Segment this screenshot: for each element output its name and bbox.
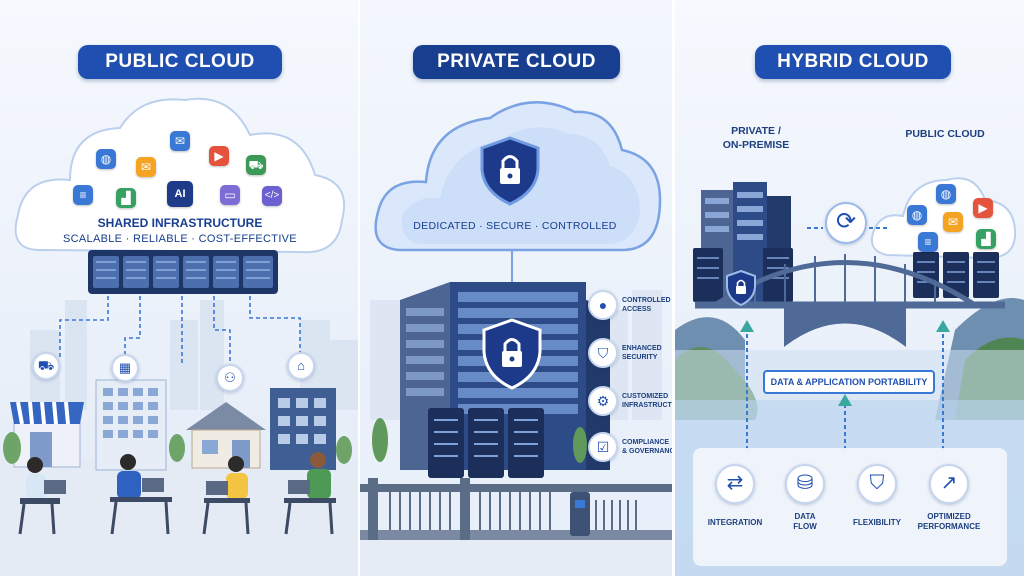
hybrid-cloud-panel: HYBRID CLOUD PRIVATE / ON-PREMISE PUBLIC… bbox=[675, 0, 1024, 576]
private-cloud-title: PRIVATE CLOUD bbox=[413, 45, 620, 79]
database-icon: ≡ bbox=[73, 185, 93, 205]
globe-icon: ◍ bbox=[907, 205, 927, 225]
analytics-chart-icon: ▟ bbox=[976, 229, 996, 249]
public-cloud-label: PUBLIC CLOUD bbox=[905, 128, 985, 140]
sync-icon: ⟳ bbox=[825, 202, 867, 244]
shield-icon: ⛉ bbox=[588, 338, 618, 368]
public-cloud-panel: PUBLIC CLOUD ◍ ✉ ✉ ▶ ⛟ ≡ ▟ AI ▭ </> SHAR… bbox=[0, 0, 358, 576]
public-cloud-title: PUBLIC CLOUD bbox=[78, 45, 282, 79]
factory-building bbox=[270, 388, 336, 470]
mail-icon: ✉ bbox=[943, 212, 963, 232]
panel-divider bbox=[672, 0, 675, 576]
shop-building bbox=[10, 401, 84, 468]
database-icon: ⛁ bbox=[785, 464, 825, 504]
on-premise-shield-icon bbox=[726, 270, 756, 306]
checklist-icon: ☑ bbox=[588, 432, 618, 462]
benefit-data-flow: DATA FLOW bbox=[793, 512, 817, 531]
private-on-premise-label: PRIVATE / ON-PREMISE bbox=[722, 125, 790, 151]
public-cloud-scene bbox=[0, 97, 358, 576]
office-building bbox=[95, 379, 167, 471]
database-icon: ≡ bbox=[918, 232, 938, 252]
gear-icon: ⚙ bbox=[588, 386, 618, 416]
analytics-chart-icon: ▟ bbox=[116, 188, 136, 208]
cloud-shield-lock-icon bbox=[480, 136, 540, 206]
on-premise-building bbox=[693, 182, 793, 302]
video-play-icon: ▶ bbox=[209, 146, 229, 166]
folder-icon: ▭ bbox=[220, 185, 240, 205]
shared-infrastructure-caption: SHARED INFRASTRUCTURE bbox=[97, 216, 263, 230]
feature-customized-infrastructure: CUSTOMIZED INFRASTRUCTURE bbox=[622, 393, 672, 409]
globe-icon: ◍ bbox=[936, 184, 956, 204]
hybrid-flow-lines bbox=[746, 227, 944, 450]
benefit-flexibility: FLEXIBILITY bbox=[853, 518, 901, 527]
flow-arrowheads bbox=[740, 320, 950, 406]
arrows-exchange-icon: ⇄ bbox=[715, 464, 755, 504]
private-server-racks bbox=[428, 408, 544, 478]
private-cloud-scene bbox=[360, 101, 672, 576]
home-user-icon: ⚇ bbox=[216, 364, 244, 392]
hybrid-cloud-title: HYBRID CLOUD bbox=[755, 45, 951, 79]
feature-compliance-governance: COMPLIANCE & GOVERNANCE bbox=[622, 439, 672, 455]
shared-server-row bbox=[88, 250, 278, 294]
code-icon: </> bbox=[262, 186, 282, 206]
benefits-card bbox=[693, 448, 1007, 566]
feature-controlled-access: CONTROLLED ACCESS bbox=[622, 297, 671, 313]
email-icon: ✉ bbox=[170, 131, 190, 151]
public-cloud-servers bbox=[913, 252, 999, 298]
data-portability-banner: DATA & APPLICATION PORTABILITY bbox=[763, 370, 935, 394]
shopping-cart-icon: ⛟ bbox=[246, 155, 266, 175]
private-cloud-panel: PRIVATE CLOUD DEDICATED · SECURE · CONTR… bbox=[360, 0, 672, 576]
office-user-icon: ▦ bbox=[111, 354, 139, 382]
chart-up-icon: ↗ bbox=[929, 464, 969, 504]
house-building bbox=[186, 402, 266, 469]
security-fence bbox=[360, 478, 672, 540]
panel-divider bbox=[358, 0, 361, 576]
feature-enhanced-security: ENHANCED SECURITY bbox=[622, 345, 662, 361]
factory-user-icon: ⌂ bbox=[287, 352, 315, 380]
video-play-icon: ▶ bbox=[973, 198, 993, 218]
mail-icon: ✉ bbox=[136, 157, 156, 177]
benefit-integration: INTEGRATION bbox=[707, 518, 763, 527]
private-cloud-caption: DEDICATED · SECURE · CONTROLLED bbox=[413, 220, 617, 232]
shield-gear-icon: ⛉ bbox=[857, 464, 897, 504]
building-shield-lock-icon bbox=[482, 318, 542, 390]
ai-chip-icon: AI bbox=[167, 181, 193, 207]
public-cloud-shape bbox=[14, 97, 346, 254]
benefit-optimized-performance: OPTIMIZED PERFORMANCE bbox=[917, 512, 981, 531]
shop-user-icon: ⛟ bbox=[32, 352, 60, 380]
public-cloud-benefits-caption: SCALABLE · RELIABLE · COST-EFFECTIVE bbox=[63, 233, 297, 245]
connection-lines bbox=[59, 296, 301, 365]
user-icon: ● bbox=[588, 290, 618, 320]
globe-icon: ◍ bbox=[96, 149, 116, 169]
people-with-laptops bbox=[18, 452, 336, 535]
